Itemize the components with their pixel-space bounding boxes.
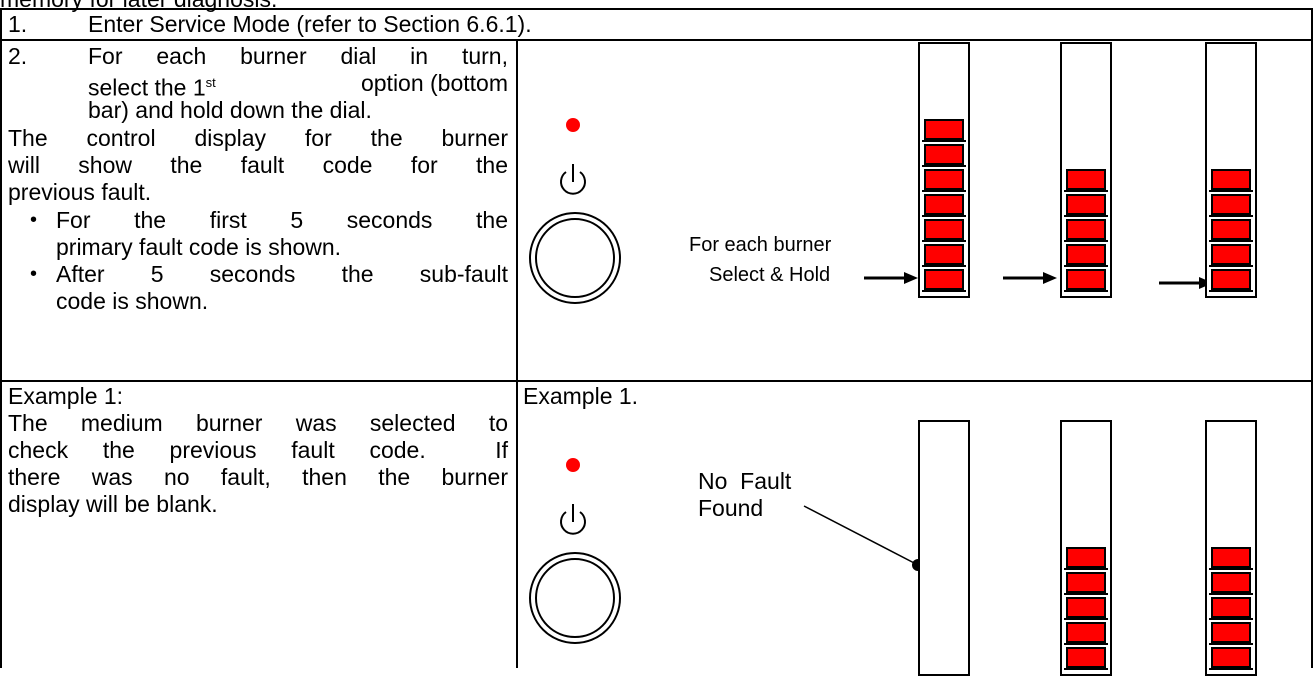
step-2-line-1: For each burner dial in turn, bbox=[88, 43, 508, 69]
bar-segment bbox=[1209, 269, 1253, 292]
bar-fill bbox=[1209, 547, 1253, 672]
bar-segment bbox=[1064, 647, 1108, 670]
burner-dial[interactable] bbox=[529, 212, 621, 304]
example-1-line-4: display will be blank. bbox=[8, 491, 218, 517]
bar-segment bbox=[922, 119, 966, 142]
power-icon bbox=[560, 164, 586, 195]
step-2-para-line-1: The control display for the burner bbox=[8, 125, 508, 151]
bar-segment bbox=[1209, 194, 1253, 217]
bar-segment bbox=[1209, 169, 1253, 192]
bar-segment bbox=[922, 219, 966, 242]
bullet-1-line-2: primary fault code is shown. bbox=[56, 234, 342, 260]
example-1-left-title: Example 1: bbox=[8, 383, 124, 409]
bar-segment bbox=[1064, 597, 1108, 620]
callout-found: Found bbox=[698, 495, 764, 521]
power-icon bbox=[560, 504, 586, 535]
bullet-icon: • bbox=[30, 263, 38, 285]
burner-level-bar-2 bbox=[1060, 42, 1112, 298]
arrow-right-icon bbox=[864, 272, 918, 284]
example-1-line-1: The medium burner was selected to bbox=[8, 410, 508, 436]
bar-fill bbox=[1064, 169, 1108, 294]
table-column-divider bbox=[516, 39, 518, 668]
bullet-1-line-1: For the first 5 seconds the bbox=[56, 207, 508, 233]
step-2-line-3: bar) and hold down the dial. bbox=[88, 97, 372, 123]
bullet-2-line-1: After 5 seconds the sub-fault bbox=[56, 261, 508, 287]
ordinal-suffix: st bbox=[205, 75, 216, 90]
bar-segment bbox=[922, 169, 966, 192]
burner-dial[interactable] bbox=[529, 552, 621, 644]
bar-segment bbox=[1209, 219, 1253, 242]
bar-segment bbox=[1209, 597, 1253, 620]
bar-segment bbox=[1064, 622, 1108, 645]
bullet-icon: • bbox=[30, 209, 38, 231]
burner-level-bar-3 bbox=[1205, 420, 1257, 676]
caption-select-hold: Select & Hold bbox=[709, 264, 831, 286]
example-1-line-3: there was no fault, then the burner bbox=[8, 464, 508, 490]
bar-segment bbox=[1064, 219, 1108, 242]
table-border-left bbox=[0, 8, 2, 668]
bar-segment bbox=[1209, 244, 1253, 267]
bar-fill bbox=[922, 119, 966, 294]
bar-segment bbox=[922, 144, 966, 167]
step-2-line-2-end: option (bottom bbox=[360, 70, 508, 96]
bar-segment bbox=[1064, 169, 1108, 192]
burner-level-bar-1-blank bbox=[918, 420, 970, 676]
bar-segment bbox=[1209, 622, 1253, 645]
step-2-para-line-3: previous fault. bbox=[8, 179, 152, 205]
bar-segment bbox=[922, 194, 966, 217]
table-border-top bbox=[0, 8, 1313, 10]
burner-level-bar-3 bbox=[1205, 42, 1257, 298]
burner-level-bar-2 bbox=[1060, 420, 1112, 676]
example-1-right-title: Example 1. bbox=[523, 383, 639, 409]
step-2-para-line-2: will show the fault code for the bbox=[8, 152, 508, 178]
bar-segment bbox=[1064, 244, 1108, 267]
table-border-row2 bbox=[0, 380, 1313, 382]
bar-segment bbox=[1064, 269, 1108, 292]
step-2-line-2: select the 1st option (bottom bbox=[88, 70, 508, 101]
bullet-2-line-2: code is shown. bbox=[56, 288, 209, 314]
table-border-right bbox=[1311, 8, 1313, 668]
callout-no-fault: No Fault bbox=[698, 468, 792, 494]
status-led bbox=[566, 458, 580, 472]
arrow-right-icon bbox=[1003, 272, 1057, 284]
bar-segment bbox=[1064, 572, 1108, 595]
bar-fill bbox=[1209, 169, 1253, 294]
bar-segment bbox=[922, 244, 966, 267]
step-2-line-2-start: select the 1 bbox=[88, 74, 206, 101]
example-1-line-2: check the previous fault code. If bbox=[8, 437, 508, 463]
step-2-number: 2. bbox=[8, 43, 28, 69]
bar-fill bbox=[1064, 547, 1108, 672]
burner-level-bar-1 bbox=[918, 42, 970, 298]
caption-for-each-burner: For each burner bbox=[689, 234, 832, 256]
status-led bbox=[566, 118, 580, 132]
step-1-text: Enter Service Mode (refer to Section 6.6… bbox=[88, 11, 532, 37]
bar-segment bbox=[1064, 547, 1108, 570]
bar-segment bbox=[1064, 194, 1108, 217]
bar-segment bbox=[922, 269, 966, 292]
bar-segment bbox=[1209, 547, 1253, 570]
bar-segment bbox=[1209, 647, 1253, 670]
bar-segment bbox=[1209, 572, 1253, 595]
table-border-row1 bbox=[0, 39, 1313, 41]
callout-leader-line bbox=[803, 505, 924, 571]
step-1-number: 1. bbox=[8, 11, 28, 37]
